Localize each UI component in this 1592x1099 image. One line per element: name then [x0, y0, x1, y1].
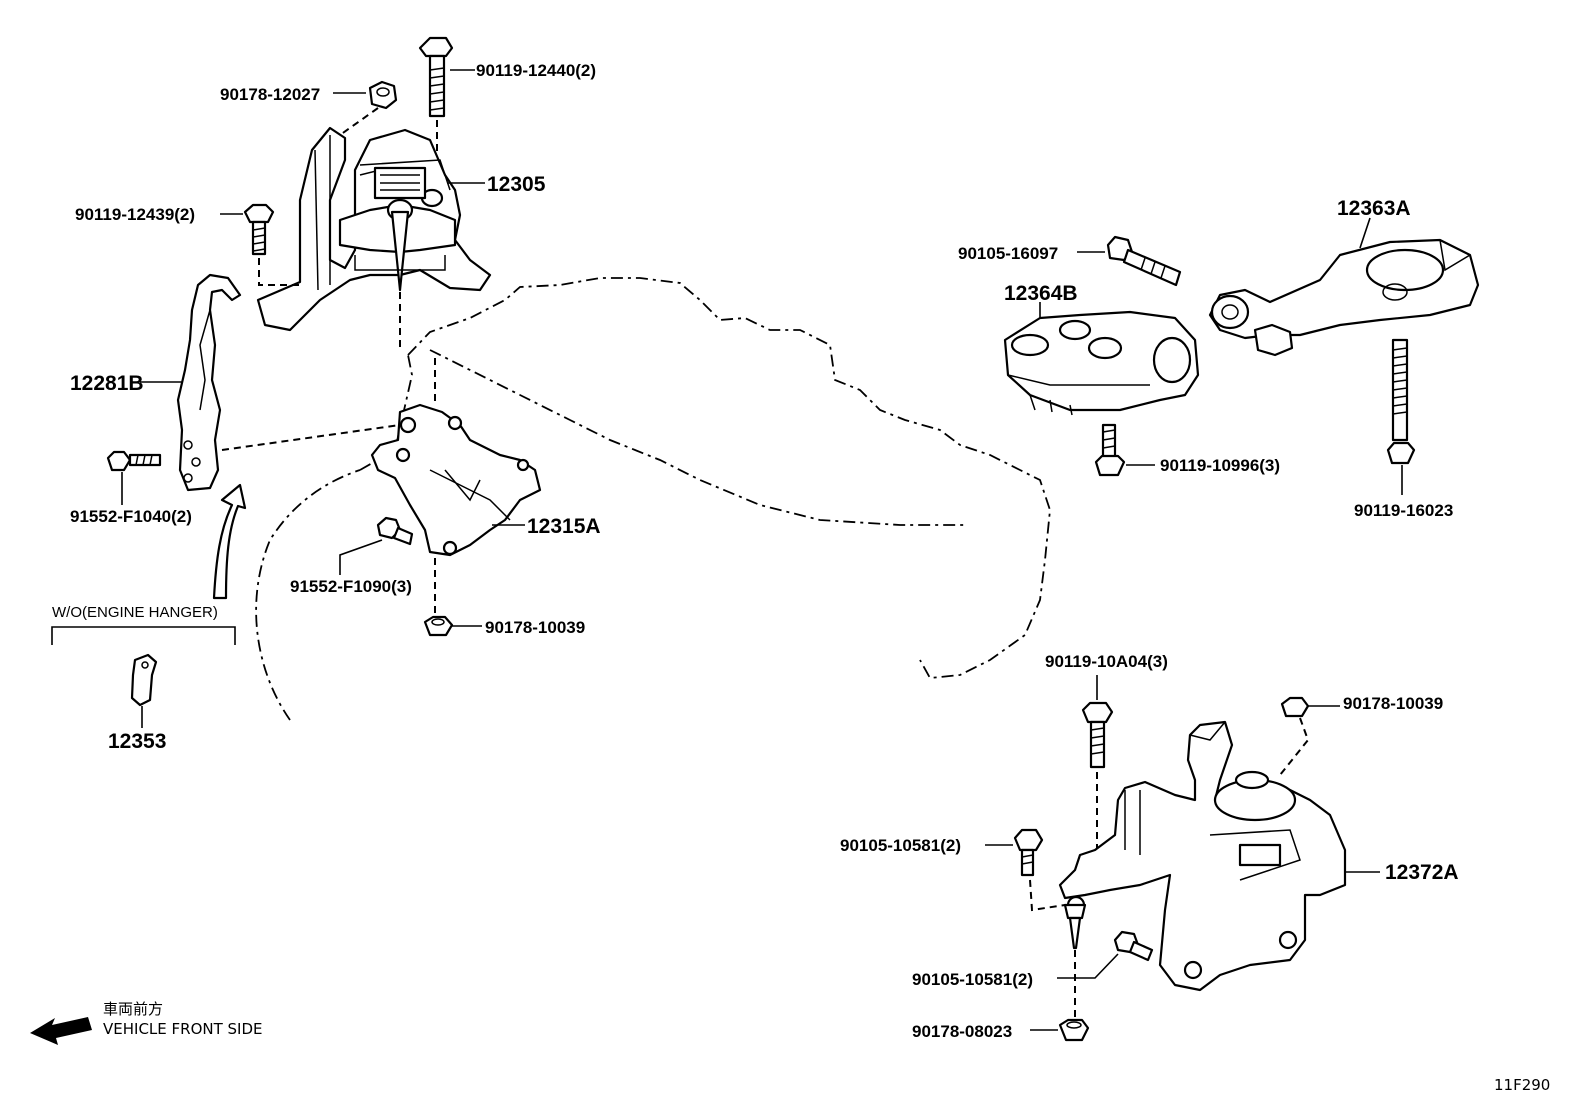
bolt-90105-10581-upper [985, 828, 1066, 912]
label-90119-10A04: 90119-10A04(3) [1045, 652, 1168, 671]
label-90119-16023: 90119-16023 [1354, 501, 1453, 520]
arrow-engine-hanger [212, 483, 247, 600]
nut-90178-12027 [333, 80, 398, 136]
label-wo-engine-hanger: W/O(ENGINE HANGER) [52, 604, 218, 621]
bolt-91552-F1090 [339, 516, 414, 575]
label-12315A: 12315A [527, 515, 601, 538]
bolt-90119-12439 [220, 203, 300, 286]
label-12364B: 12364B [1004, 282, 1078, 305]
nut-90178-10039-left [423, 615, 482, 637]
label-90178-10039-left: 90178-10039 [485, 618, 585, 637]
label-90119-12439: 90119-12439(2) [75, 205, 195, 224]
part-12364B-bracket [1003, 302, 1200, 416]
nut-90178-08023 [1030, 1018, 1090, 1042]
bolt-90105-10581-lower [1057, 930, 1154, 979]
label-90105-16097: 90105-16097 [958, 244, 1058, 263]
bolt-90105-16097 [1077, 235, 1182, 287]
label-90105-10581-lower: 90105-10581(2) [912, 970, 1033, 989]
front-side-label-jp: 車両前方 [103, 1000, 163, 1018]
label-90178-08023: 90178-08023 [912, 1022, 1012, 1041]
label-90119-10996: 90119-10996(3) [1160, 456, 1280, 475]
part-12281B-engine-hanger [140, 273, 401, 492]
bolt-90119-16023 [1386, 338, 1416, 495]
part-12315A-bracket [370, 358, 542, 618]
figure-id: 11F290 [1494, 1076, 1550, 1094]
label-12305: 12305 [487, 173, 546, 196]
front-side-label-en: VEHICLE FRONT SIDE [103, 1020, 263, 1038]
part-12363A-torque-rod [1208, 217, 1480, 357]
bracket-line [51, 626, 236, 645]
engine-outline [255, 277, 1051, 721]
stud-under-mount [1063, 903, 1087, 1020]
label-12363A: 12363A [1337, 197, 1411, 220]
bolt-90119-10A04 [1081, 675, 1114, 850]
label-90119-12440: 90119-12440(2) [476, 61, 596, 80]
bolt-90119-10996 [1094, 423, 1155, 477]
part-12353 [130, 653, 158, 728]
label-91552-F1040: 91552-F1040(2) [70, 507, 192, 526]
bolt-91552-F1040 [106, 450, 162, 505]
label-90178-12027: 90178-12027 [220, 85, 320, 104]
label-90178-10039-right: 90178-10039 [1343, 694, 1443, 713]
label-91552-F1090: 91552-F1090(3) [290, 577, 412, 596]
front-arrow-icon [30, 1017, 92, 1045]
label-90105-10581-upper: 90105-10581(2) [840, 836, 961, 855]
label-12281B: 12281B [70, 372, 144, 395]
label-12353: 12353 [108, 730, 166, 753]
part-12372A-transmission-mount [1058, 720, 1380, 992]
nut-90178-10039-right [1279, 696, 1340, 776]
label-12372A: 12372A [1385, 861, 1459, 884]
part-12305-engine-mount [256, 126, 492, 350]
